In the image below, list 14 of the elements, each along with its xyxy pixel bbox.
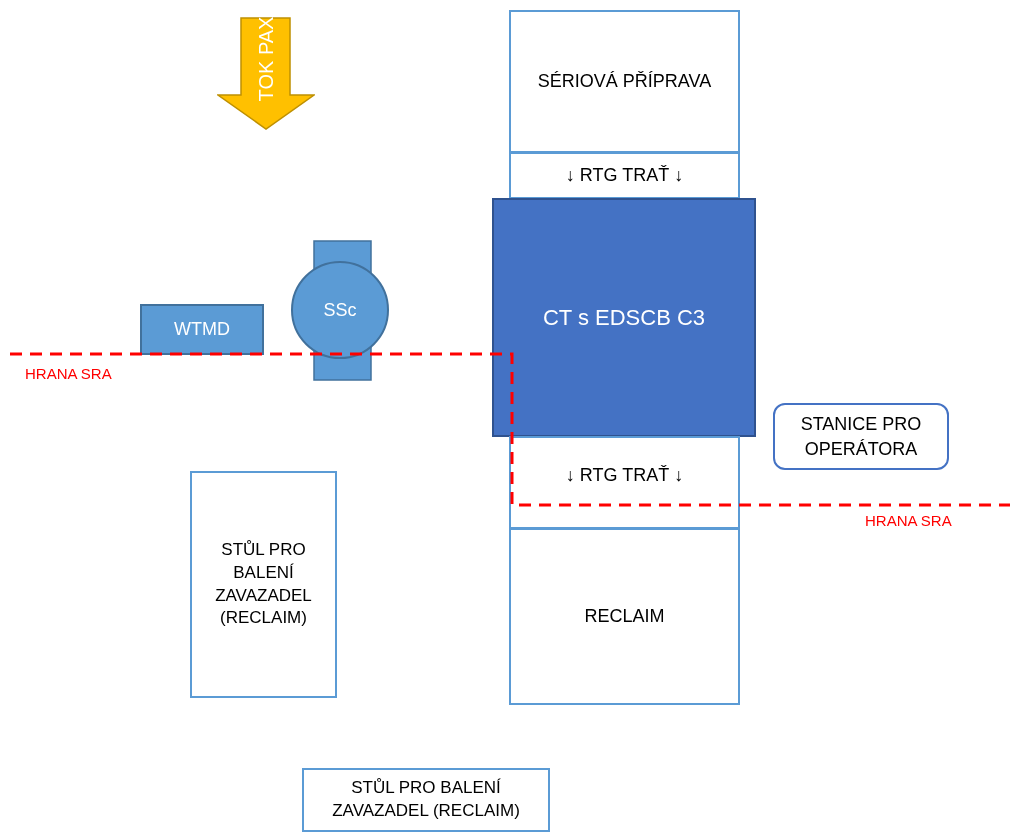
detector-box: WTMD [140,304,264,355]
area-box: STŮL PRO BALENÍ ZAVAZADEL (RECLAIM) [302,768,550,832]
track-label: ↓ RTG TRAŤ ↓ [509,152,740,199]
station-box: STANICE PRO OPERÁTORA [773,403,949,470]
area-box: STŮL PRO BALENÍ ZAVAZADEL (RECLAIM) [190,471,337,698]
scanner-box: CT s EDSCB C3 [492,198,756,437]
boundary-label: HRANA SRA [25,365,112,382]
area-box: SÉRIOVÁ PŘÍPRAVA [509,10,740,153]
flow-arrow [217,17,315,130]
area-box: ↓ RTG TRAŤ ↓ [509,436,740,529]
boundary-label: HRANA SRA [865,512,952,529]
arrow-label: TOK PAX [253,16,278,102]
scanner-circle: SSc [291,261,389,359]
area-box: RECLAIM [509,528,740,705]
